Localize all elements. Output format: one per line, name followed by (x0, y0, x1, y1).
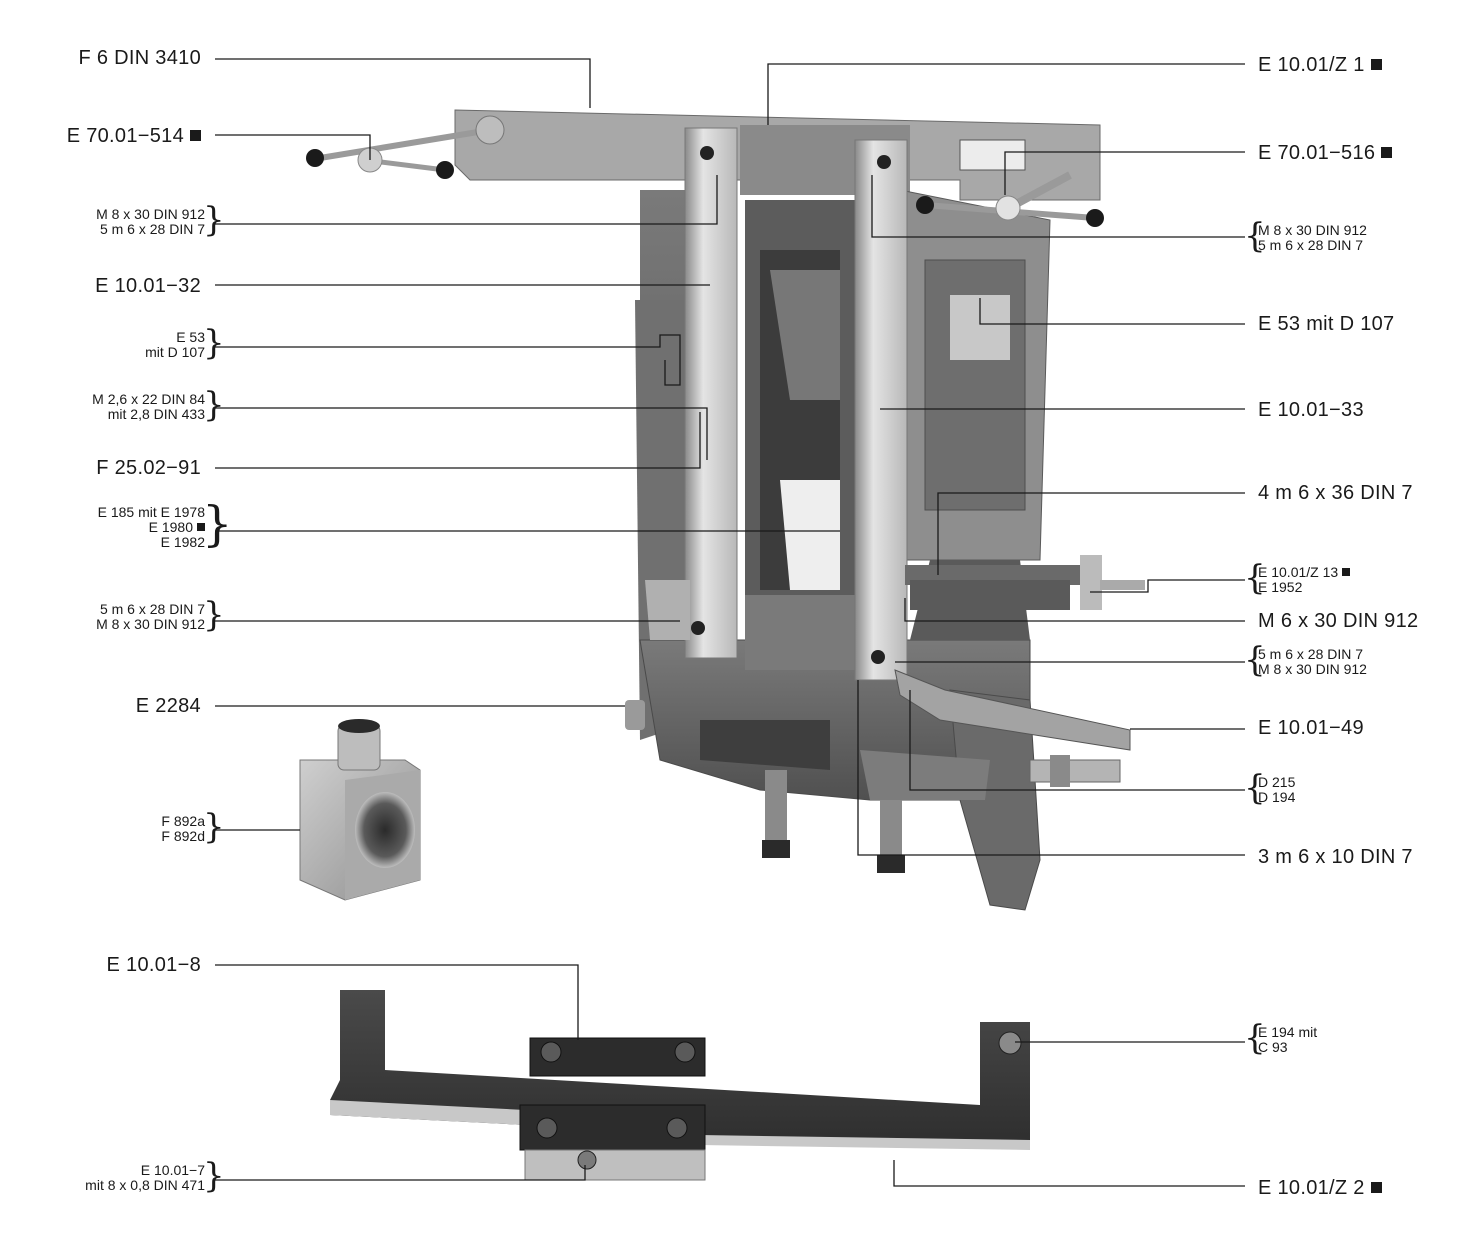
label-text: 4 m 6 x 36 DIN 7 (1258, 482, 1413, 504)
label-e53-d107-right: E 53 mit D 107 (1258, 314, 1395, 334)
new-part-square-icon (1370, 59, 1382, 70)
brace-right-icon: } (203, 385, 225, 425)
guide-bar-right (854, 139, 908, 681)
brace-left-icon: { (1244, 216, 1266, 256)
label-text: E 53 mit D 107 (1258, 313, 1395, 335)
label-line: M 8 x 30 DIN 912 (1258, 661, 1367, 677)
label-line: E 10.01−7 (140, 1162, 205, 1178)
brace-left-icon: { (1244, 640, 1266, 680)
label-text: E 10.01/Z 2 (1258, 1177, 1365, 1199)
label-line: F 892d (161, 828, 205, 844)
brace-left-icon: { (1244, 768, 1266, 808)
inner-frame (745, 200, 855, 670)
label-e10-01-33: E 10.01−33 (1258, 400, 1364, 420)
new-part-square-icon (197, 523, 205, 531)
new-part-square-icon (1381, 147, 1393, 158)
new-part-square-icon (1370, 1182, 1382, 1193)
brace-right-icon: } (203, 323, 225, 363)
new-part-square-icon (190, 130, 201, 141)
label-line: D 194 (1258, 789, 1296, 805)
label-text: E 2284 (135, 695, 201, 717)
label-text: E 10.01−32 (95, 275, 201, 297)
label-text: E 70.01−514 (66, 125, 184, 147)
label-line: 5 m 6 x 28 DIN 7 (99, 221, 205, 237)
label-4m6x36: 4 m 6 x 36 DIN 7 (1258, 483, 1413, 503)
label-text: E 10.01−33 (1258, 399, 1364, 421)
label-m8x30-5m6x28-right-top: M 8 x 30 DIN 912 5 m 6 x 28 DIN 7 (1258, 223, 1367, 253)
label-m26x22: M 2,6 x 22 DIN 84 mit 2,8 DIN 433 (92, 392, 205, 422)
label-e70-01-516: E 70.01−516 (1258, 142, 1393, 164)
label-3m6x10: 3 m 6 x 10 DIN 7 (1258, 847, 1413, 867)
label-e194-c93: E 194 mit C 93 (1258, 1025, 1317, 1055)
brace-right-icon: } (203, 1156, 225, 1196)
label-line: E 194 mit (1258, 1024, 1318, 1040)
brace-right-icon: } (203, 595, 225, 635)
label-e185: E 185 mit E 1978 E 1980 E 1982 (98, 505, 205, 550)
label-line: M 8 x 30 DIN 912 (96, 616, 205, 632)
brace-right-icon: } (202, 496, 233, 552)
label-m8x30-5m6x28-left-top: M 8 x 30 DIN 912 5 m 6 x 28 DIN 7 (96, 207, 205, 237)
label-e10-01-7: E 10.01−7 mit 8 x 0,8 DIN 471 (85, 1163, 205, 1193)
label-line: mit D 107 (145, 344, 205, 360)
label-e10-01-z1: E 10.01/Z 1 (1258, 55, 1382, 75)
label-line: E 53 (176, 329, 205, 345)
label-text: F 25.02−91 (96, 457, 201, 479)
label-m6x30: M 6 x 30 DIN 912 (1258, 611, 1418, 631)
label-e2284: E 2284 (136, 696, 201, 716)
label-line: E 185 mit E 1978 (97, 504, 205, 520)
brace-right-icon: } (203, 807, 225, 847)
label-line: E 1980 (98, 520, 205, 535)
label-line: E 1952 (1258, 579, 1303, 595)
left-foot (645, 580, 690, 640)
label-line: 5 m 6 x 28 DIN 7 (1258, 646, 1364, 662)
label-f25-02-91: F 25.02−91 (96, 458, 201, 478)
brace-right-icon: } (203, 200, 225, 240)
label-text: E 10.01−49 (1258, 717, 1364, 739)
label-line: M 2,6 x 22 DIN 84 (92, 391, 205, 407)
label-text: 3 m 6 x 10 DIN 7 (1258, 846, 1413, 868)
label-text: E 10.01−8 (106, 954, 201, 976)
label-e10-01-32: E 10.01−32 (95, 276, 201, 296)
label-line: 5 m 6 x 28 DIN 7 (99, 601, 205, 617)
label-e53-d107-left: E 53 mit D 107 (145, 330, 205, 360)
label-5m6x28-m8x30-right: 5 m 6 x 28 DIN 7 M 8 x 30 DIN 912 (1258, 647, 1367, 677)
new-part-square-icon (1342, 568, 1351, 576)
bottom-bar-e10-01-z2 (330, 990, 1030, 1181)
label-line: F 892a (161, 813, 205, 829)
label-line: mit 2,8 DIN 433 (107, 406, 205, 422)
label-e70-01-514: E 70.01−514 (67, 126, 201, 146)
bolt-d215 (1029, 755, 1121, 787)
label-e10-01-8: E 10.01−8 (107, 955, 201, 975)
label-e10-01-49: E 10.01−49 (1258, 718, 1364, 738)
guide-bar-left (684, 127, 738, 659)
brace-left-icon: { (1244, 1018, 1266, 1058)
label-line: E 1982 (160, 534, 205, 550)
label-text: F 6 DIN 3410 (78, 47, 201, 69)
label-text: E 10.01/Z 1 (1258, 54, 1365, 76)
label-line: mit 8 x 0,8 DIN 471 (85, 1177, 205, 1193)
label-text: E 70.01−516 (1258, 142, 1376, 164)
label-e10-01-z13: E 10.01/Z 13 E 1952 (1258, 565, 1351, 595)
brace-left-icon: { (1244, 558, 1266, 598)
label-d215-d194: D 215 D 194 (1258, 775, 1295, 805)
label-f892: F 892a F 892d (161, 814, 205, 844)
label-5m6x28-m8x30-left-bottom: 5 m 6 x 28 DIN 7 M 8 x 30 DIN 912 (96, 602, 205, 632)
label-text: M 6 x 30 DIN 912 (1258, 610, 1419, 632)
stud-e2284 (625, 700, 645, 730)
label-line: M 8 x 30 DIN 912 (1258, 222, 1367, 238)
label-f6-din3410: F 6 DIN 3410 (78, 48, 201, 68)
label-line: C 93 (1258, 1039, 1288, 1055)
label-line: E 10.01/Z 13 (1258, 565, 1351, 580)
label-e10-01-z2: E 10.01/Z 2 (1258, 1178, 1382, 1198)
label-line: D 215 (1258, 774, 1296, 790)
label-line: 5 m 6 x 28 DIN 7 (1258, 237, 1364, 253)
block-f892 (299, 719, 421, 901)
label-line: M 8 x 30 DIN 912 (96, 206, 205, 222)
